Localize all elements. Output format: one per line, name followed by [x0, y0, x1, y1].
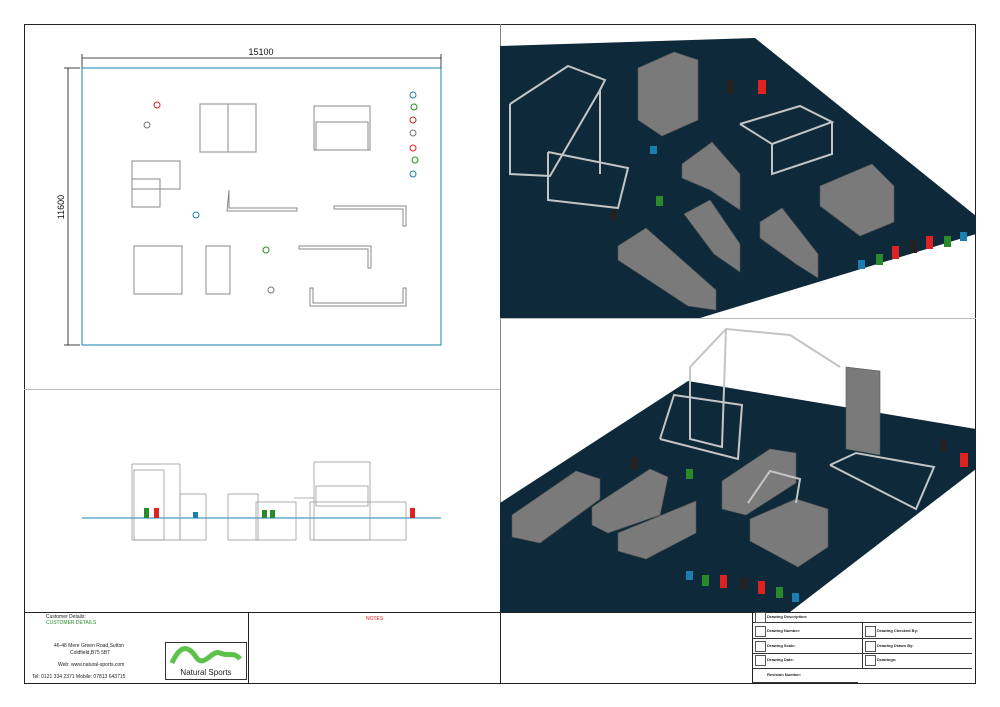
iso-view-bottom	[500, 327, 976, 612]
drawing-info-block: Drawing Description: Drawing Number: Dra…	[752, 612, 976, 684]
title-block-divider	[500, 612, 501, 684]
right-divider	[500, 318, 976, 319]
logo-icon	[169, 646, 242, 665]
date-box	[755, 655, 766, 666]
address-line-1: 46-48 Mere Green Road,Sutton	[54, 643, 125, 649]
scale-box	[755, 641, 766, 652]
drawing-date-label: Drawing Date:	[767, 657, 794, 662]
natural-sports-logo: Natural Sports	[165, 642, 247, 680]
address-line-2: Coldfield,B75 5BT	[70, 650, 111, 656]
phone-numbers: Tel: 0121 334 2371 Mobile: 07813 643715	[32, 674, 126, 680]
plan-view: 15100 11600	[56, 47, 442, 346]
logo-text: Natural Sports	[180, 668, 232, 677]
plan-height-label: 11600	[56, 195, 66, 219]
iso-view-top	[500, 38, 976, 318]
number-box	[755, 626, 766, 637]
drawing-description-label: Drawing Description:	[767, 614, 808, 619]
revision-number-label: Revision Number:	[767, 672, 802, 677]
left-divider	[24, 389, 500, 390]
drawing-scale-label: Drawing Scale:	[767, 643, 796, 648]
checked-by-box	[865, 626, 876, 637]
drawn-by-box	[865, 641, 876, 652]
web-address[interactable]: Web: www.natural-sports.com	[58, 662, 125, 668]
title-block-divider	[752, 612, 753, 684]
description-box	[755, 612, 766, 623]
customer-value: CUSTOMER DETAILS	[46, 620, 97, 626]
plan-border	[81, 67, 442, 346]
drawing-number-label: Drawing Number:	[767, 628, 801, 633]
drawing-checked-by-label: Drawing Checked By:	[877, 628, 919, 633]
drawings-label: Drawings:	[877, 657, 897, 662]
drawing-drawn-by-label: Drawing Drawn By:	[877, 643, 914, 648]
drawings-box	[865, 655, 876, 666]
notes-label: NOTES	[366, 616, 384, 622]
elevation-view	[82, 461, 441, 541]
title-block-divider	[248, 612, 249, 684]
plan-width-label: 15100	[248, 47, 273, 57]
customer-heading: Customer Details:	[46, 614, 86, 620]
